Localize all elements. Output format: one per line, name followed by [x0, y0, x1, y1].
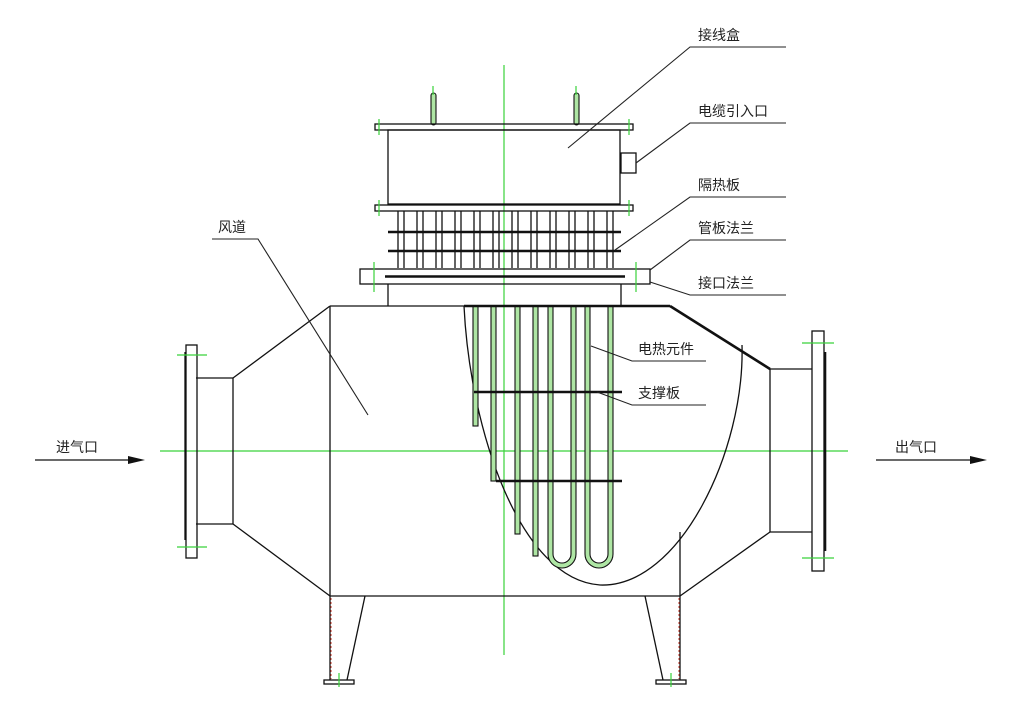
- label-support-plate: 支撑板: [638, 386, 680, 402]
- insulation-board-section: [388, 211, 621, 268]
- label-interface-flange: 接口法兰: [698, 275, 754, 292]
- heating-element-cutaway: [463, 304, 743, 586]
- inlet-arrow: [35, 456, 145, 464]
- junction-box: [374, 86, 637, 216]
- label-air-duct: 风道: [218, 220, 246, 236]
- label-insulation-board: 隔热板: [698, 178, 740, 194]
- label-air-inlet: 进气口: [56, 440, 98, 456]
- flange-pair: [359, 262, 651, 306]
- cable-inlet-box: [620, 152, 637, 174]
- centerlines: [160, 65, 848, 655]
- outlet-arrow: [876, 456, 987, 464]
- label-junction-box: 接线盒: [698, 27, 740, 44]
- label-heating-element: 电热元件: [638, 342, 694, 358]
- support-legs: [323, 595, 687, 687]
- leader-lines: [212, 46, 786, 416]
- label-air-outlet: 出气口: [895, 440, 937, 456]
- label-tube-sheet-flange: 管板法兰: [698, 221, 754, 237]
- label-cable-inlet: 电缆引入口: [698, 104, 768, 120]
